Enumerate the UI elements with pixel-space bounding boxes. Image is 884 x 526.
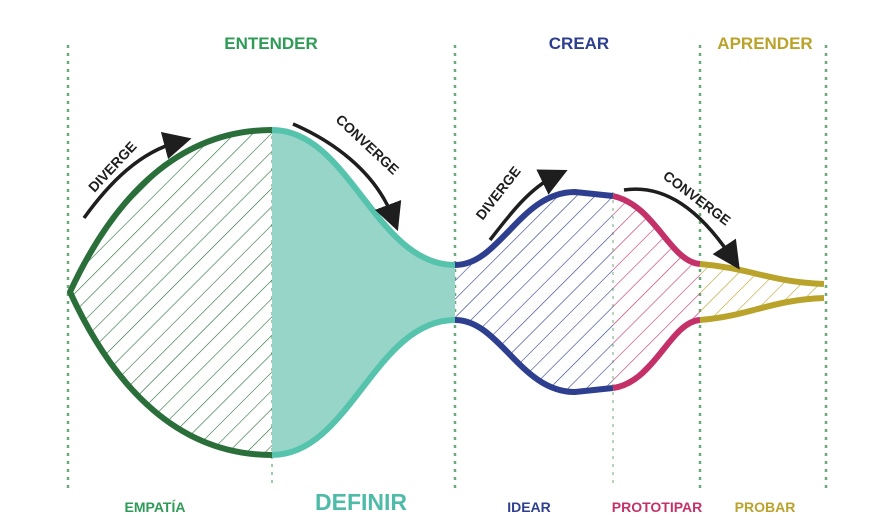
stage-prototipar: PROTOTIPAR [612, 499, 703, 515]
phase-crear: CREAR [549, 34, 609, 53]
probar-shape [700, 264, 824, 320]
converge-arrow-1 [292, 122, 402, 232]
stage-idear: IDEAR [507, 499, 551, 515]
stage-definir: DEFINIR [315, 489, 407, 515]
empatia-outline [67, 127, 273, 458]
stage-empatia: EMPATÍA [125, 499, 186, 515]
definir-outline-top [271, 127, 456, 268]
prototipar-outline-top [612, 193, 701, 267]
converge-arrow-2 [623, 187, 740, 270]
diverge-label-2: DIVERGE [472, 163, 523, 223]
stage-probar: PROBAR [735, 499, 796, 515]
prototipar-outline-bottom [612, 317, 701, 391]
idear-shape [455, 192, 613, 392]
idear-outline-bottom [454, 317, 614, 396]
converge-label-1: CONVERGE [333, 111, 403, 177]
definir-outline-bottom [271, 317, 456, 458]
phase-entender: ENTENDER [224, 34, 318, 53]
diverge-arrow-1 [82, 132, 192, 220]
prototipar-shape [613, 196, 700, 388]
probar-outline-bottom [699, 295, 825, 323]
phase-aprender: APRENDER [717, 34, 812, 53]
definir-shape [272, 130, 455, 455]
diverge-arrow-2 [488, 169, 568, 242]
